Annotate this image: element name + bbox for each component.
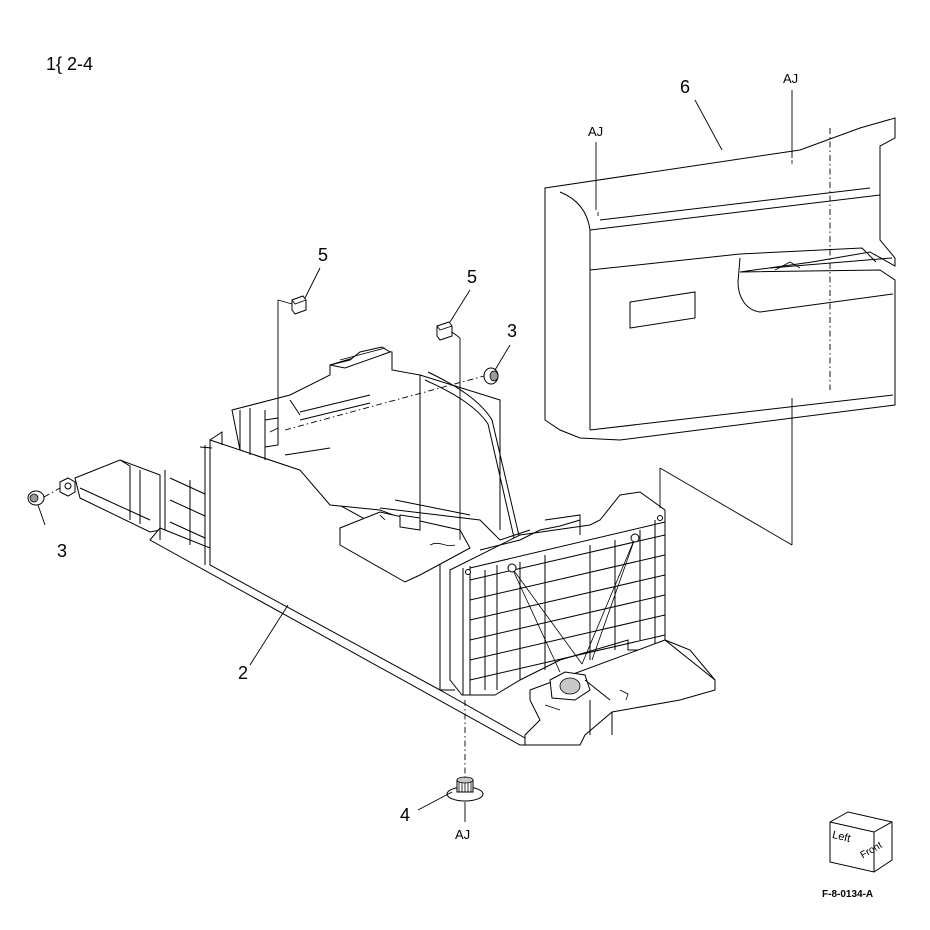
callout-part-6: 6 (680, 77, 691, 97)
leader-lines (37, 99, 723, 811)
figure-id: F-8-0134-A (822, 889, 874, 900)
callout-part-5-right: 5 (467, 267, 478, 287)
orientation-cube (829, 811, 893, 873)
cover-panel (544, 117, 896, 441)
figure-header: 1{ 2-4 (46, 54, 94, 74)
aj-mark-top-left: AJ (588, 124, 604, 139)
aj-mark-top-right: AJ (783, 71, 799, 86)
roller-left (27, 477, 76, 506)
aj-mark-bottom: AJ (455, 827, 471, 842)
callout-part-5-left: 5 (318, 245, 329, 265)
callout-part-4: 4 (400, 805, 411, 825)
mounting-lines (43, 90, 793, 822)
main-frame (74, 346, 716, 746)
pads (291, 295, 453, 341)
callout-part-3-right: 3 (507, 321, 518, 341)
callout-part-3-left: 3 (57, 541, 68, 561)
gear (446, 776, 484, 802)
callout-part-2: 2 (238, 663, 249, 683)
roller-right (483, 367, 499, 385)
